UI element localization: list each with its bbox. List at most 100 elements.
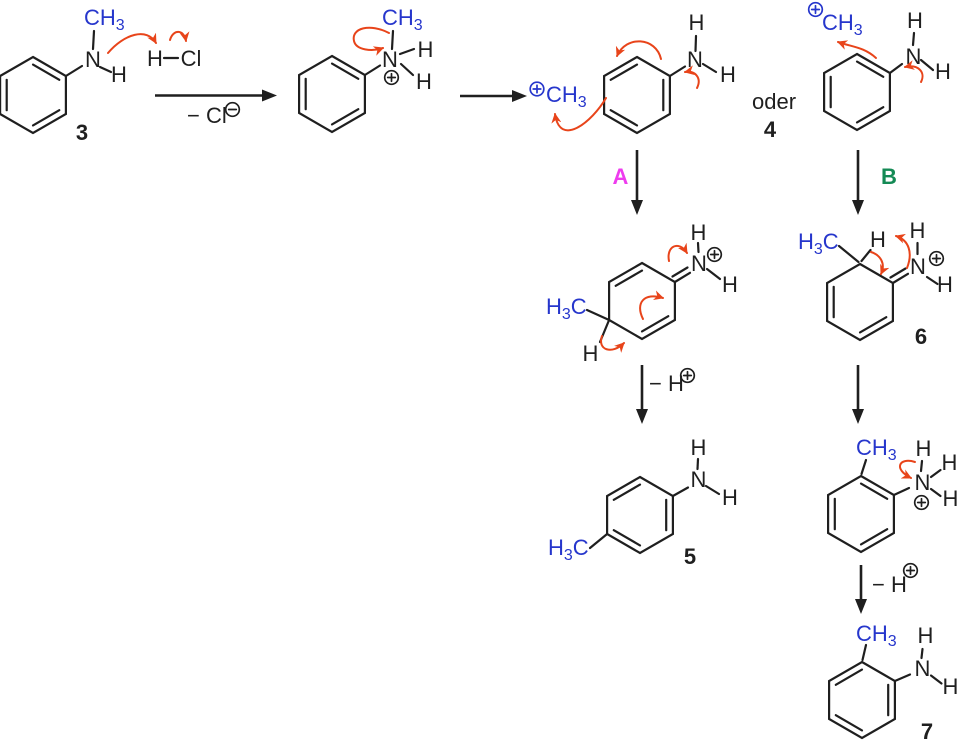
hydrogen-atom: H (111, 62, 127, 87)
o-toluidinium-cation: CH3 N H H H (827, 435, 959, 554)
cyclohexadiene-ring (826, 262, 894, 342)
curved-electron-arrow-icon (870, 251, 890, 275)
methyl-cation-label: CH3 (822, 10, 863, 39)
curved-electron-arrow-icon (904, 60, 924, 83)
n-h-bond (696, 457, 700, 471)
circled-plus-icon (902, 562, 919, 579)
path-b-label: B (881, 164, 897, 189)
circled-plus-icon (679, 367, 696, 384)
hydrogen-atom: H (583, 341, 599, 366)
hydrogen-atom: H (691, 220, 707, 245)
curved-electron-arrow-icon (600, 335, 625, 353)
hydrogen-atom: H (935, 59, 951, 84)
benzene-ring (827, 474, 895, 554)
n-h-bond (705, 267, 722, 281)
double-bond-inner (640, 315, 670, 333)
c-ch3-bond (585, 308, 611, 322)
benzene-ring (823, 52, 891, 132)
path-a-branch: A (613, 150, 643, 215)
hydrogen-atom: H (691, 435, 707, 460)
nitrogen-atom: N (910, 254, 926, 279)
c-n-double-bond (891, 272, 910, 285)
hydrogen-atom: H (722, 485, 738, 510)
n-h-bond (929, 487, 942, 498)
compound-7-o-toluidine: CH3 N H H 7 (828, 621, 958, 744)
compound-6-number: 6 (915, 324, 927, 349)
circled-plus-icon (383, 69, 400, 86)
hydrogen-atom: H (907, 8, 923, 33)
ring-n-bond (668, 65, 687, 78)
hydrogen-atom: H (943, 486, 959, 511)
double-bond-inner (330, 108, 360, 126)
c-h-bond (860, 248, 872, 263)
methyl-label: H3C (548, 535, 589, 564)
n-h-bond (398, 47, 416, 56)
methyl-label: CH3 (856, 435, 897, 464)
curved-electron-arrow-icon (352, 26, 390, 56)
hydrogen-atom: H (937, 272, 953, 297)
minus-proton-label: − H (872, 572, 907, 597)
hydrogen-atom: H (916, 436, 932, 461)
double-bond-inner (859, 528, 889, 546)
curved-electron-arrow-icon (837, 40, 877, 59)
compound-5-p-toluidine: N H H H3C 5 (548, 435, 738, 569)
n-h-bond (694, 34, 698, 53)
hydrogen-atom: H (418, 37, 434, 62)
methyl-label: H3C (546, 294, 587, 323)
ring-n-bond (892, 486, 911, 497)
c-ch3-bond (861, 643, 868, 662)
double-bond-inner (834, 714, 864, 732)
nitrogen-atom: N (915, 656, 931, 681)
n-h-bond (920, 647, 924, 660)
aniline-ortho-attack: CH3 N H H (807, 1, 951, 132)
benzene-ring (606, 475, 674, 555)
double-bond-inner (612, 529, 642, 547)
minus-chloride-label: − Cl (187, 103, 227, 128)
nitrogen-atom: N (915, 470, 931, 495)
compound-4-number: 4 (764, 117, 777, 142)
ring-n-bond (671, 486, 690, 498)
methyl-cation-label: CH3 (546, 82, 587, 111)
benzene-ring (603, 55, 671, 135)
compound-7-number: 7 (921, 719, 933, 744)
double-bond-inner (330, 62, 360, 80)
c-ch3-bond (837, 244, 860, 264)
double-bond-inner (609, 63, 639, 81)
double-bond-inner (858, 316, 888, 334)
double-bond-inner (31, 63, 61, 81)
path-a-label: A (613, 164, 629, 189)
ring-n-bond (363, 64, 382, 77)
curved-electron-arrow-icon (169, 30, 190, 42)
benzene-ring (298, 54, 366, 134)
curved-electron-arrow-icon (684, 65, 700, 89)
chlorine-atom: Cl (181, 46, 202, 71)
reaction-step-1: − Cl (155, 89, 277, 128)
double-bond-inner (834, 668, 864, 686)
curved-electron-arrow-icon (667, 242, 688, 262)
circled-plus-icon (928, 250, 945, 267)
nitrogen-atom: N (382, 47, 398, 72)
hydrogen-atom: H (689, 10, 705, 35)
c-n-double-bond (671, 266, 689, 278)
compound-3-n-methylaniline: N CH3 H 3 (0, 5, 127, 145)
n-ch3-bond (91, 29, 96, 51)
n-h-bond (696, 241, 700, 254)
c-n-double-bond (673, 271, 692, 284)
curved-electron-arrow-icon (107, 32, 157, 54)
deprotonation-step-b: − H (855, 562, 919, 614)
curved-electron-arrow-icon (639, 290, 664, 320)
n-h-bond (929, 468, 942, 479)
hydrogen-atom: H (147, 46, 163, 71)
intermediate-a-para-iminium: N H H H3C H (546, 220, 738, 366)
double-bond-inner (31, 109, 61, 127)
n-methylanilinium-cation: N CH3 H H (298, 5, 434, 134)
hydrogen-atom: H (918, 623, 934, 648)
n-ch3-bond (390, 29, 395, 51)
double-bond-inner (855, 60, 885, 78)
methyl-label: CH3 (382, 5, 423, 34)
double-bond-inner (855, 106, 885, 124)
methyl-label: H3C (798, 229, 839, 258)
nitrogen-atom: N (691, 251, 707, 276)
hydrogen-atom: H (722, 272, 738, 297)
curved-electron-arrow-icon (551, 97, 607, 132)
